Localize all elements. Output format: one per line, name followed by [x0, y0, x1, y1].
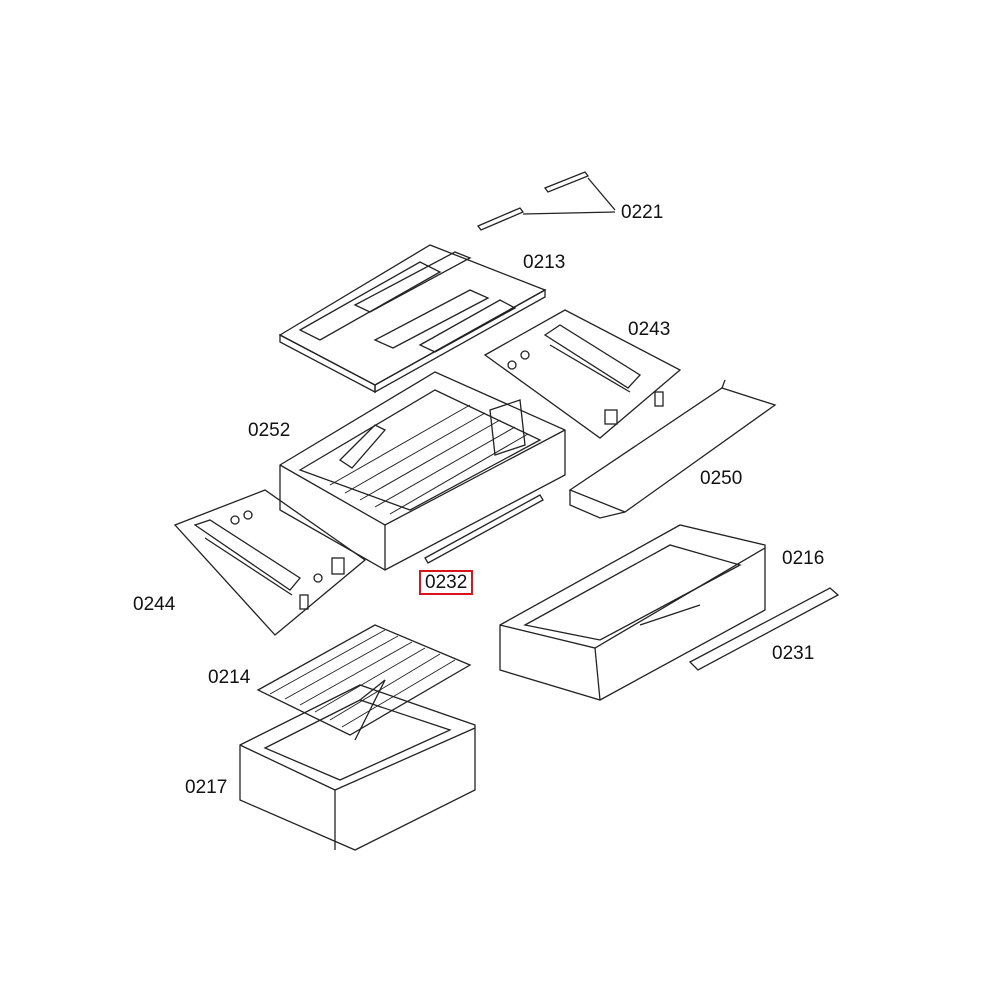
part-0244-assembly	[173, 489, 367, 636]
label-0221[interactable]: 0221	[621, 202, 664, 223]
part-0216-drawer	[499, 524, 766, 701]
label-0244[interactable]: 0244	[133, 594, 176, 615]
part-0243-assembly	[483, 309, 682, 439]
part-0250-flap	[568, 379, 777, 519]
part-0231-rail	[688, 587, 840, 671]
label-0243[interactable]: 0243	[628, 319, 671, 340]
label-0250[interactable]: 0250	[700, 468, 743, 489]
label-0232-highlighted[interactable]: 0232	[419, 570, 474, 595]
part-0232-rail	[424, 494, 544, 564]
part-0221-strips	[476, 171, 616, 231]
label-0252[interactable]: 0252	[248, 420, 291, 441]
part-0217-drawer	[239, 679, 476, 851]
label-0231[interactable]: 0231	[772, 643, 815, 664]
part-0213-cover	[278, 244, 547, 394]
part-0214-wire-shelf	[256, 624, 472, 736]
label-0213[interactable]: 0213	[523, 252, 566, 273]
label-0217[interactable]: 0217	[185, 777, 228, 798]
label-0214[interactable]: 0214	[208, 667, 251, 688]
part-0252-freezer-drawer	[279, 371, 566, 571]
label-0216[interactable]: 0216	[782, 548, 825, 569]
